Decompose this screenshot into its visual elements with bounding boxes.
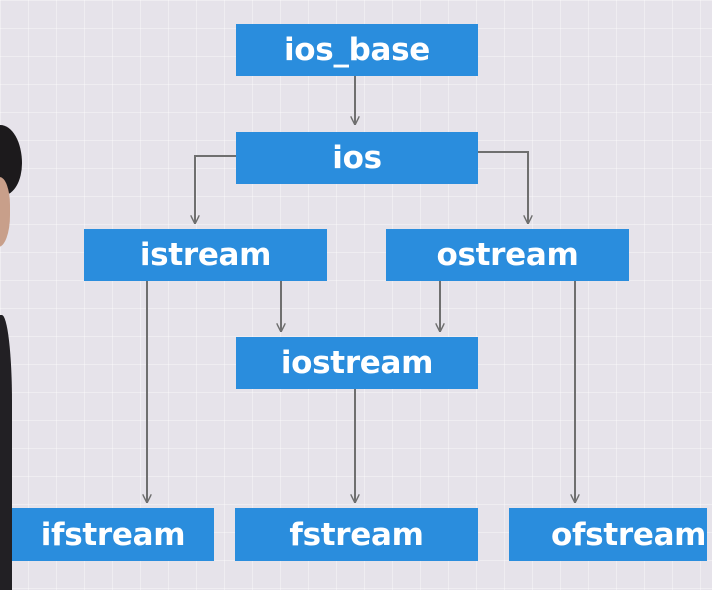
node-label-istream: istream [139,237,272,273]
node-fstream: fstream [235,508,478,561]
presenter-face [0,177,10,247]
node-label-ios: ios [332,140,382,176]
presenter-hair [0,125,22,195]
node-label-ios_base: ios_base [283,32,431,68]
node-ios_base: ios_base [236,24,478,76]
node-label-iostream: iostream [280,345,434,381]
presenter-torso [0,315,12,590]
node-ofstream: ofstream [509,508,707,561]
node-label-ostream: ostream [436,237,579,273]
node-istream: istream [84,229,327,281]
edge-ios-to-istream [195,155,236,224]
node-ios: ios [236,132,478,184]
node-label-fstream: fstream [289,516,424,553]
node-iostream: iostream [236,337,478,389]
node-ifstream: ifstream [12,508,214,561]
node-label-ofstream: ofstream [551,516,707,553]
node-ostream: ostream [386,229,629,281]
presenter-silhouette [0,125,22,590]
edge-ios-to-ostream [478,151,528,224]
node-label-ifstream: ifstream [40,516,186,553]
